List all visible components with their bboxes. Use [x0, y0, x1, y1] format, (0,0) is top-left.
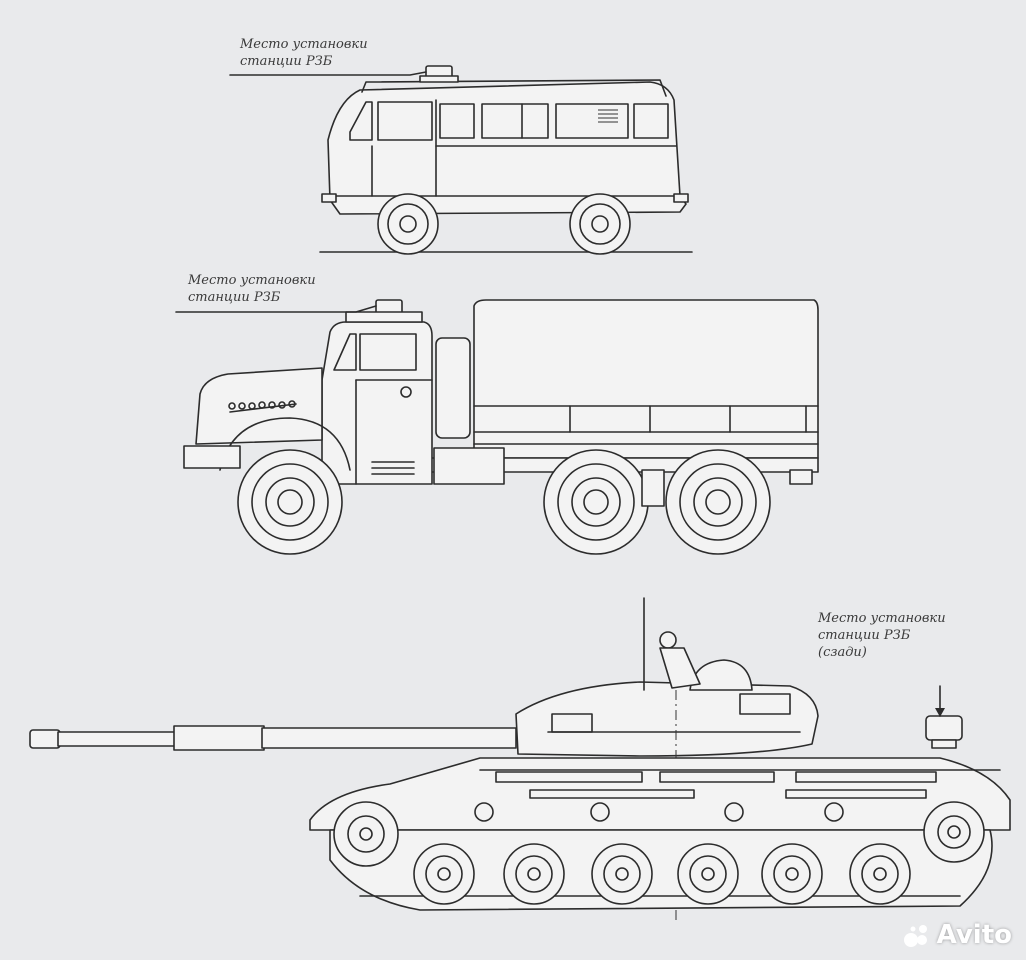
avito-watermark: Avito — [902, 920, 1012, 950]
truck-door-handle — [400, 386, 412, 398]
truck-front-fender — [219, 417, 351, 471]
tank-commander-head — [659, 631, 677, 649]
tank-road-wheel — [677, 843, 739, 905]
tank-return-rollers — [474, 802, 844, 822]
truck-suspension — [641, 469, 665, 507]
van-front-wheel — [377, 193, 439, 255]
tank-commander-body — [659, 647, 701, 689]
truck-hitch — [789, 469, 813, 485]
truck-toolbox — [433, 447, 505, 485]
van-rear-wheel — [569, 193, 631, 255]
tank-road-wheel — [503, 843, 565, 905]
van-window — [439, 103, 475, 139]
van-label-line-1: Место установки — [240, 37, 368, 52]
truck-drawing — [175, 299, 819, 555]
truck-label-line-1: Место установки — [188, 273, 316, 288]
tank-label: Место установки станции РЗБ (сзади) — [818, 610, 946, 661]
truck-step — [371, 461, 415, 475]
van-vent — [598, 109, 618, 123]
tank-cupola — [689, 659, 753, 691]
tank-label-line-3: (сзади) — [818, 645, 867, 660]
truck-canvas-cover — [473, 299, 819, 459]
tank-road-wheel — [591, 843, 653, 905]
tank-label-line-1: Место установки — [818, 611, 946, 626]
tank-turret — [515, 681, 819, 757]
truck-front-wheel — [237, 449, 343, 555]
truck-board-posts — [569, 405, 807, 433]
tank-road-wheel — [761, 843, 823, 905]
truck-grille-vents — [228, 400, 296, 410]
truck-cab-window — [359, 333, 417, 371]
van-windshield — [349, 101, 373, 141]
truck-label-line-2: станции РЗБ — [188, 290, 281, 305]
tank-track — [329, 829, 993, 911]
tank-road-wheel — [849, 843, 911, 905]
van-drawing — [229, 65, 693, 255]
truck-front-bumper — [183, 445, 241, 469]
truck-middle-wheel — [543, 449, 649, 555]
tank-idler-wheel — [333, 801, 399, 867]
truck-cab — [321, 321, 433, 485]
tank-side-boxes — [495, 771, 937, 799]
van-window — [481, 103, 549, 139]
tank-leader-arrow — [935, 708, 945, 717]
tank-drawing — [29, 597, 1011, 920]
tank-hull — [309, 757, 1011, 831]
truck-roof-rack — [345, 311, 423, 323]
truck-leader-line — [175, 305, 377, 313]
truck-windshield — [333, 333, 357, 371]
van-roof — [361, 79, 667, 97]
tank-rzb-station — [925, 715, 963, 741]
van-body — [327, 81, 687, 215]
tank-turret-box — [739, 693, 791, 715]
tank-gun-barrel — [29, 725, 517, 751]
tank-station-mount — [931, 739, 957, 749]
van-rear-bumper — [673, 193, 689, 203]
van-leader-line — [229, 71, 427, 76]
truck-fuel-tank — [435, 337, 471, 439]
avito-watermark-text: Avito — [936, 920, 1012, 950]
tank-drive-sprocket — [923, 801, 985, 863]
van-station-base — [419, 75, 459, 83]
van-door-window — [377, 101, 433, 141]
truck-label: Место установки станции РЗБ — [188, 272, 316, 306]
van-label-line-2: станции РЗБ — [240, 54, 333, 69]
van-window — [555, 103, 629, 139]
tank-label-line-2: станции РЗБ — [818, 628, 911, 643]
van-window — [633, 103, 669, 139]
tank-road-wheel — [413, 843, 475, 905]
truck-rear-wheel — [665, 449, 771, 555]
van-front-bumper — [321, 193, 337, 203]
avito-logo-icon — [903, 925, 927, 947]
van-label: Место установки станции РЗБ — [240, 36, 368, 70]
tank-turret-box — [551, 713, 593, 733]
